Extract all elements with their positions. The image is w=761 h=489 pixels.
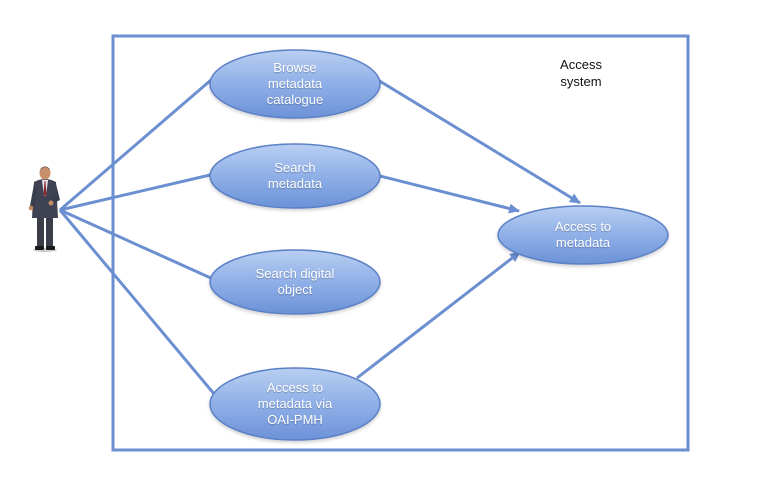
use-case-access-metadata-via-oai-pmh[interactable] bbox=[209, 367, 381, 441]
actor-user-figure bbox=[28, 166, 60, 252]
system-boundary-label: Access system bbox=[560, 57, 602, 89]
system-boundary bbox=[111, 34, 690, 452]
use-case-access-to-metadata[interactable] bbox=[497, 205, 669, 265]
association-search-digital-object bbox=[59, 208, 214, 281]
association-browse bbox=[59, 78, 212, 212]
arrow-search-to-access bbox=[379, 174, 520, 214]
use-case-search-metadata[interactable] bbox=[209, 143, 381, 209]
dependency-arrows bbox=[356, 78, 581, 380]
actor-associations bbox=[58, 78, 217, 396]
use-case-browse-metadata-catalogue[interactable] bbox=[209, 49, 381, 119]
association-search bbox=[59, 173, 211, 212]
arrow-browse-to-access bbox=[377, 78, 581, 205]
arrow-oai-to-access bbox=[356, 250, 521, 380]
association-oai-pmh bbox=[58, 209, 217, 396]
use-case-search-digital-object[interactable] bbox=[209, 249, 381, 315]
